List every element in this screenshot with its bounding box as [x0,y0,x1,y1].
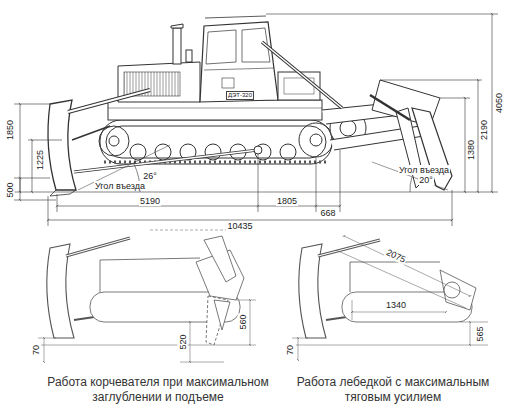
dimension-label: 20° [418,175,434,185]
figure-caption: Работа лебедкой с максимальным тяговым у… [290,375,497,405]
dimension-label: 500 [5,181,15,198]
figure-caption: Работа корчевателя при максимальном загл… [35,375,282,405]
dimension-label: 1340 [385,300,407,310]
dimension-label: 4050 [494,92,504,114]
main-view [14,14,498,226]
dimension-label: 70 [31,344,41,356]
model-plate: ДЭТ-320 [226,91,254,100]
dimension-label: 70 [285,344,295,356]
dimension-label: 2190 [479,119,489,141]
dimension-label: 26° [142,171,158,181]
road-wheel [155,144,171,160]
dimension-label: 565 [475,325,485,342]
dimension-label: 1805 [276,196,298,206]
dimension-label: 2075 [384,247,408,265]
dimension-label: 668 [319,208,336,218]
road-wheel [205,144,221,160]
dimension-label: 560 [238,313,248,330]
dimension-label: 10435 [226,221,253,231]
road-wheel [255,144,271,160]
dimension-label: 1225 [35,149,45,171]
dimension-label: Угол въезда [398,165,450,175]
road-wheel [280,144,296,160]
ripper-view [38,230,256,362]
dimension-label: 1380 [466,139,476,161]
dimension-label: Угол въезда [94,181,146,191]
road-wheel [130,144,146,160]
winch-view [292,236,488,360]
dimension-label: 520 [178,333,188,350]
dimension-label: 5190 [139,196,161,206]
dimension-label: 1850 [5,119,15,141]
